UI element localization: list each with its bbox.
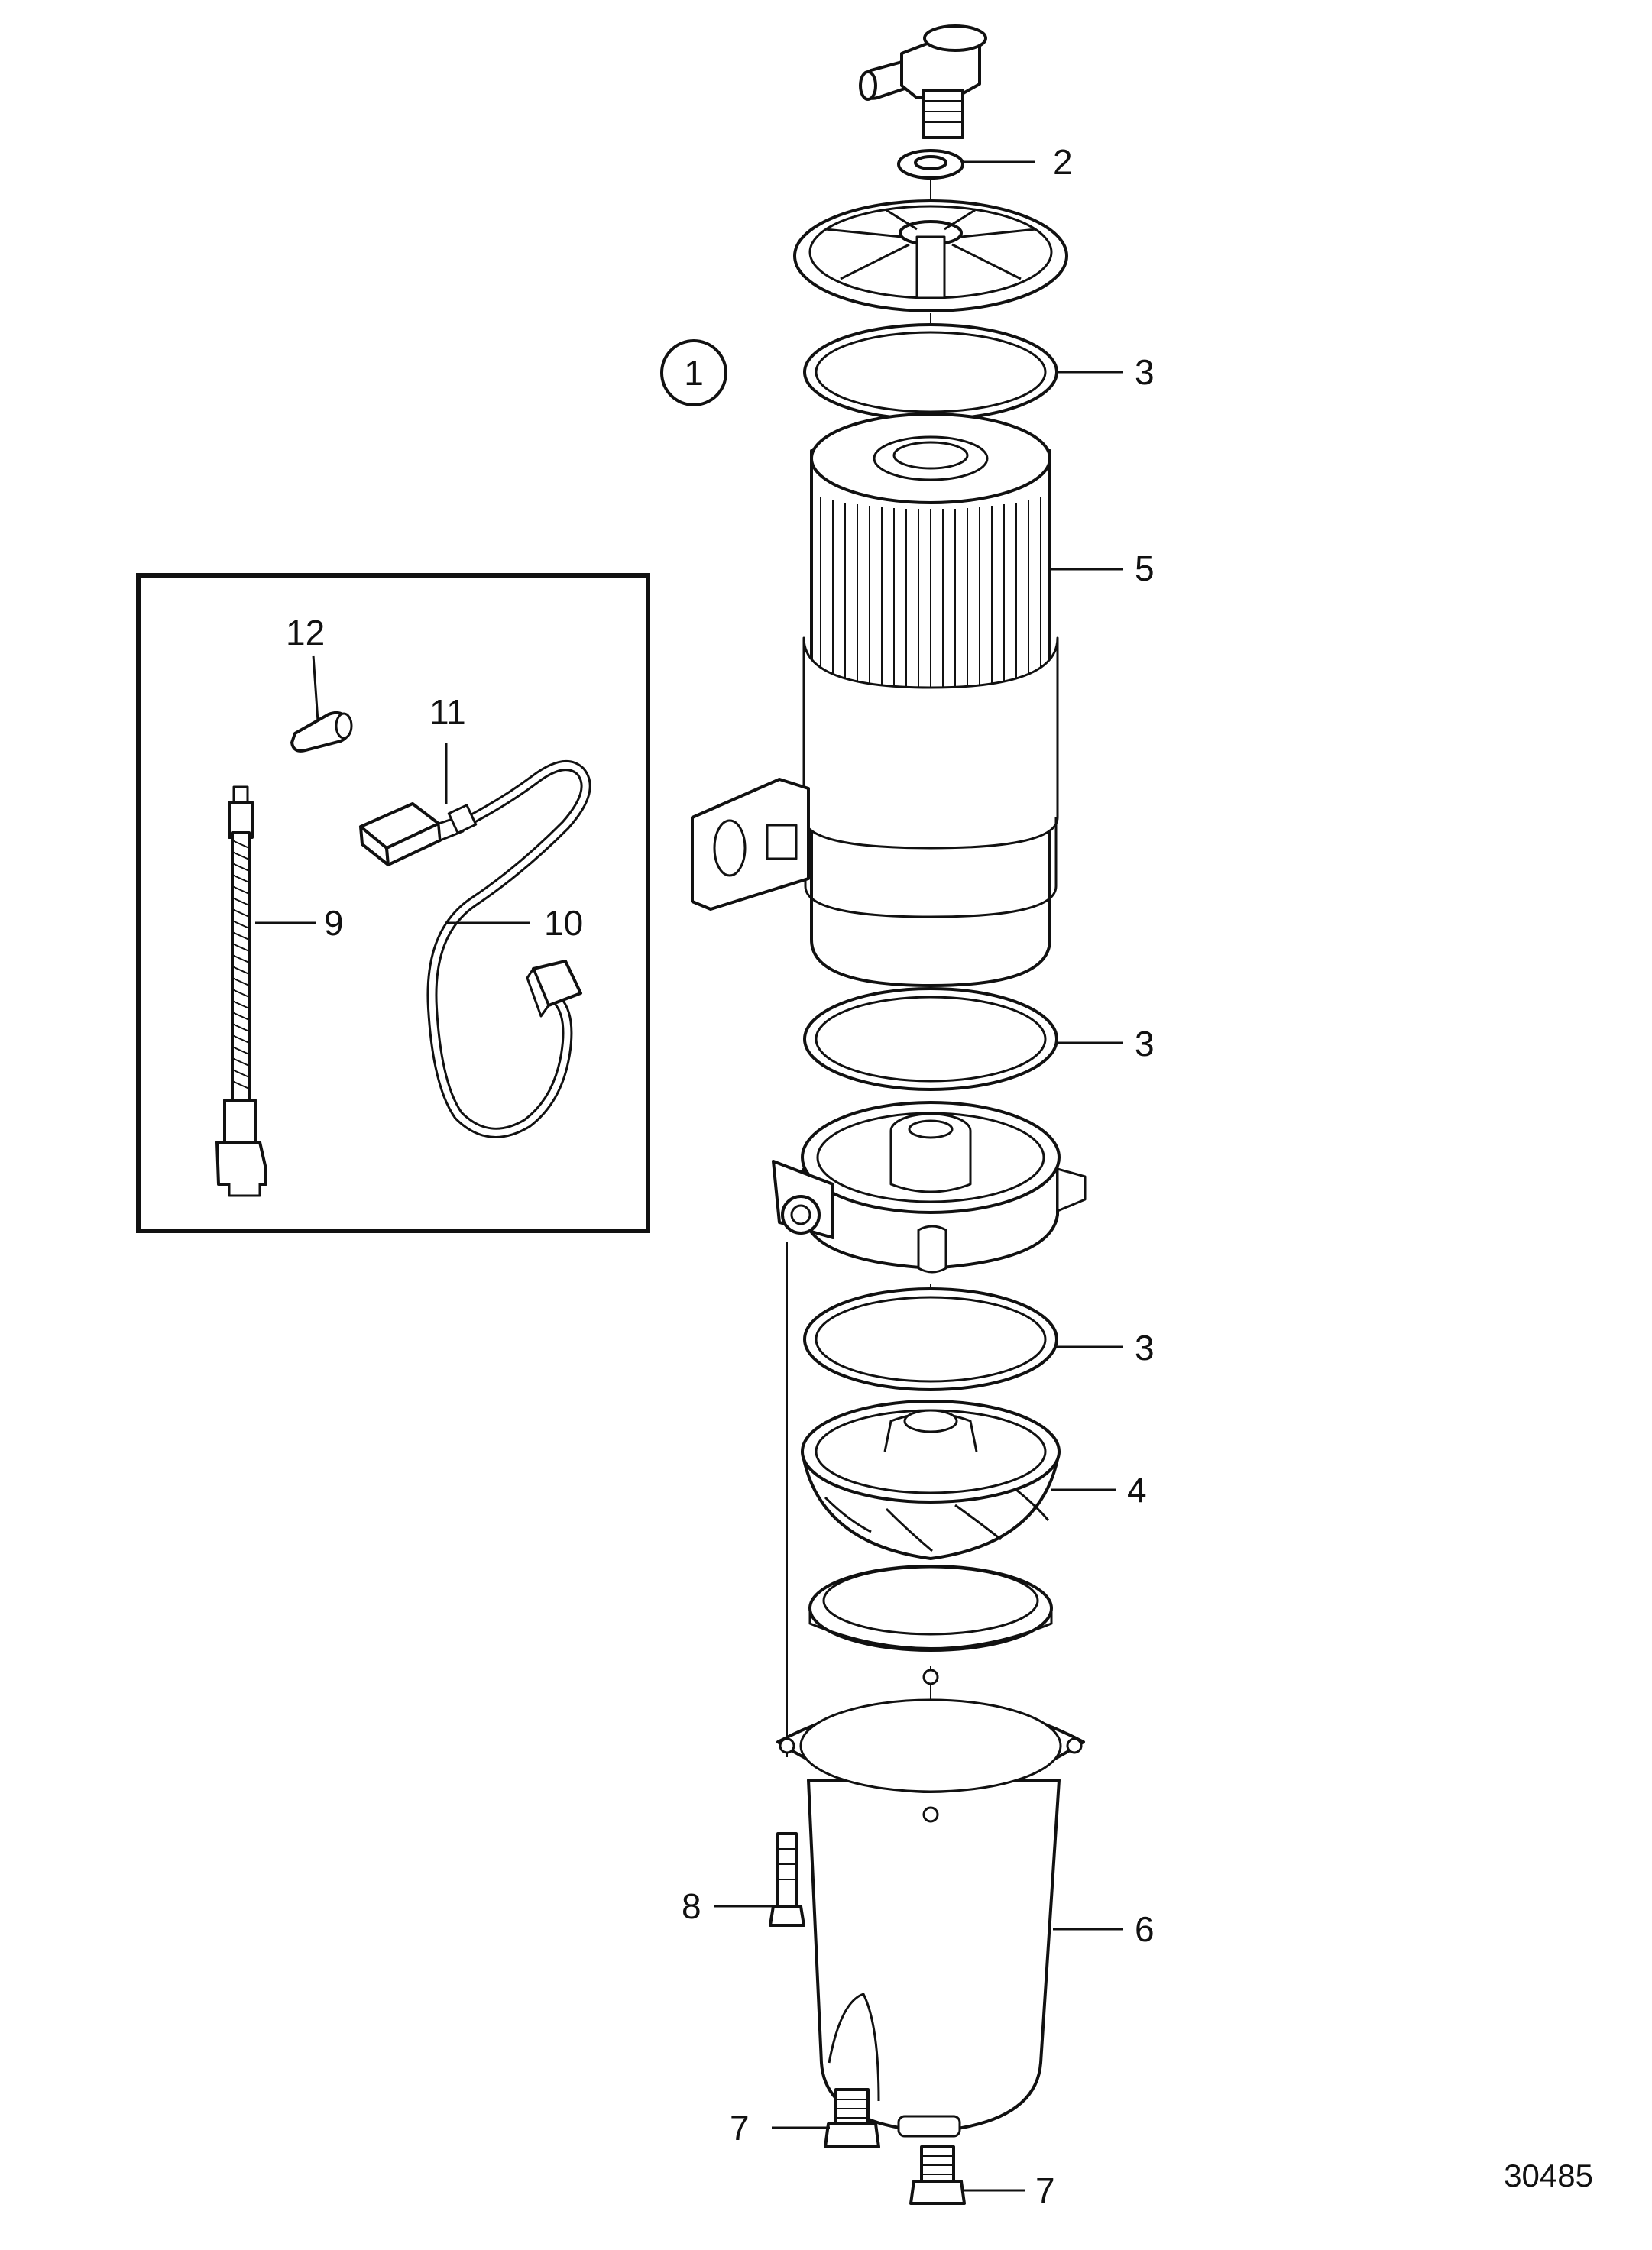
callout-3-upper: 3 — [1135, 352, 1155, 392]
o-ring-upper — [803, 323, 1058, 421]
fuel-filter-element — [802, 413, 1059, 987]
wiring-harness-cable — [426, 760, 591, 1138]
callout-7-left: 7 — [730, 2108, 750, 2148]
water-separator-bowl — [776, 1669, 1085, 2138]
assembly-badge-label: 1 — [684, 353, 704, 393]
mounting-screw — [769, 1832, 805, 1927]
callout-3-lower: 3 — [1135, 1328, 1155, 1368]
sensor-kit-inset — [136, 573, 650, 1233]
callout-4: 4 — [1127, 1470, 1147, 1510]
separator-plate — [808, 1565, 1053, 1652]
callout-6: 6 — [1135, 1909, 1155, 1949]
callout-11: 11 — [429, 692, 466, 732]
cable-end-sleeve — [290, 711, 353, 753]
callout-12: 12 — [286, 613, 325, 652]
filter-pleats — [820, 497, 1041, 698]
callout-7-right: 7 — [1035, 2171, 1055, 2210]
drawing-reference-number: 30485 — [1504, 2158, 1593, 2193]
o-ring-lower — [803, 1287, 1058, 1391]
water-in-fuel-sensor — [215, 785, 267, 1197]
callout-8: 8 — [682, 1886, 701, 1926]
sealing-washer — [897, 149, 964, 180]
drain-plug-left — [824, 2088, 880, 2148]
callout-5: 5 — [1135, 549, 1155, 588]
o-ring-middle — [803, 987, 1058, 1091]
assembly-badge: 1 — [660, 339, 727, 406]
callout-leaders — [255, 160, 1123, 2192]
callout-9: 9 — [324, 903, 344, 943]
filter-head-housing — [772, 1101, 1087, 1274]
callout-3-middle: 3 — [1135, 1024, 1155, 1063]
filter-cover-plate — [793, 199, 1068, 312]
mounting-bracket — [691, 778, 810, 911]
callout-2: 2 — [1053, 142, 1073, 182]
drain-plug-right — [909, 2145, 966, 2205]
centrifugal-deflector — [801, 1400, 1061, 1560]
t-handle-bleed-screw — [859, 24, 987, 139]
callout-10: 10 — [544, 903, 583, 943]
